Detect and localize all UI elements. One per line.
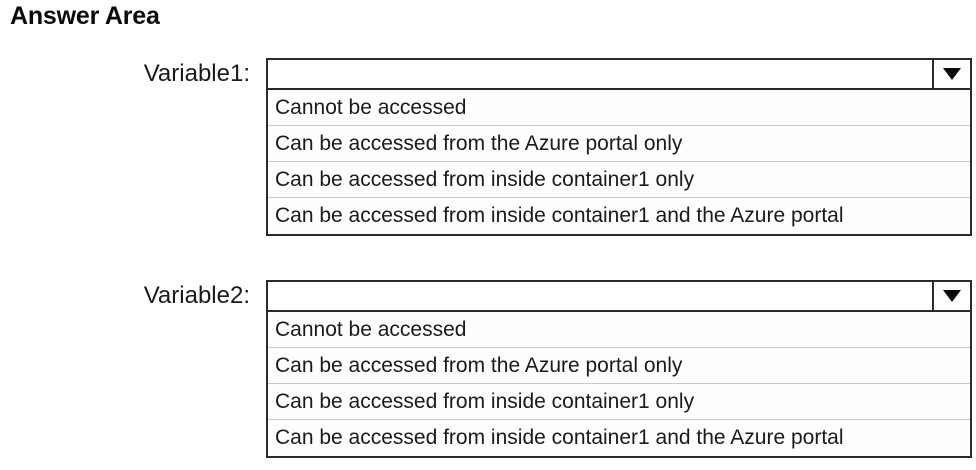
variable2-dropdown-toggle[interactable] xyxy=(932,282,970,310)
variable2-label: Variable2: xyxy=(143,282,250,309)
variable1-select-field[interactable] xyxy=(266,58,972,90)
list-item[interactable]: Cannot be accessed xyxy=(268,312,970,348)
chevron-down-icon xyxy=(943,290,961,302)
variable1-dropdown-toggle[interactable] xyxy=(932,60,970,88)
variable2-dropdown: Cannot be accessed Can be accessed from … xyxy=(266,280,972,458)
chevron-down-icon xyxy=(943,68,961,80)
list-item[interactable]: Can be accessed from inside container1 a… xyxy=(268,198,970,234)
variable2-option-list: Cannot be accessed Can be accessed from … xyxy=(266,312,972,458)
list-item[interactable]: Can be accessed from inside container1 a… xyxy=(268,420,970,456)
page-title: Answer Area xyxy=(10,2,160,30)
list-item[interactable]: Can be accessed from inside container1 o… xyxy=(268,384,970,420)
variable1-dropdown: Cannot be accessed Can be accessed from … xyxy=(266,58,972,236)
list-item[interactable]: Can be accessed from the Azure portal on… xyxy=(268,126,970,162)
variable2-select-field[interactable] xyxy=(266,280,972,312)
list-item[interactable]: Cannot be accessed xyxy=(268,90,970,126)
list-item[interactable]: Can be accessed from the Azure portal on… xyxy=(268,348,970,384)
variable1-option-list: Cannot be accessed Can be accessed from … xyxy=(266,90,972,236)
variable1-label: Variable1: xyxy=(143,60,250,87)
variable1-selected-value[interactable] xyxy=(268,60,932,88)
variable2-selected-value[interactable] xyxy=(268,282,932,310)
list-item[interactable]: Can be accessed from inside container1 o… xyxy=(268,162,970,198)
